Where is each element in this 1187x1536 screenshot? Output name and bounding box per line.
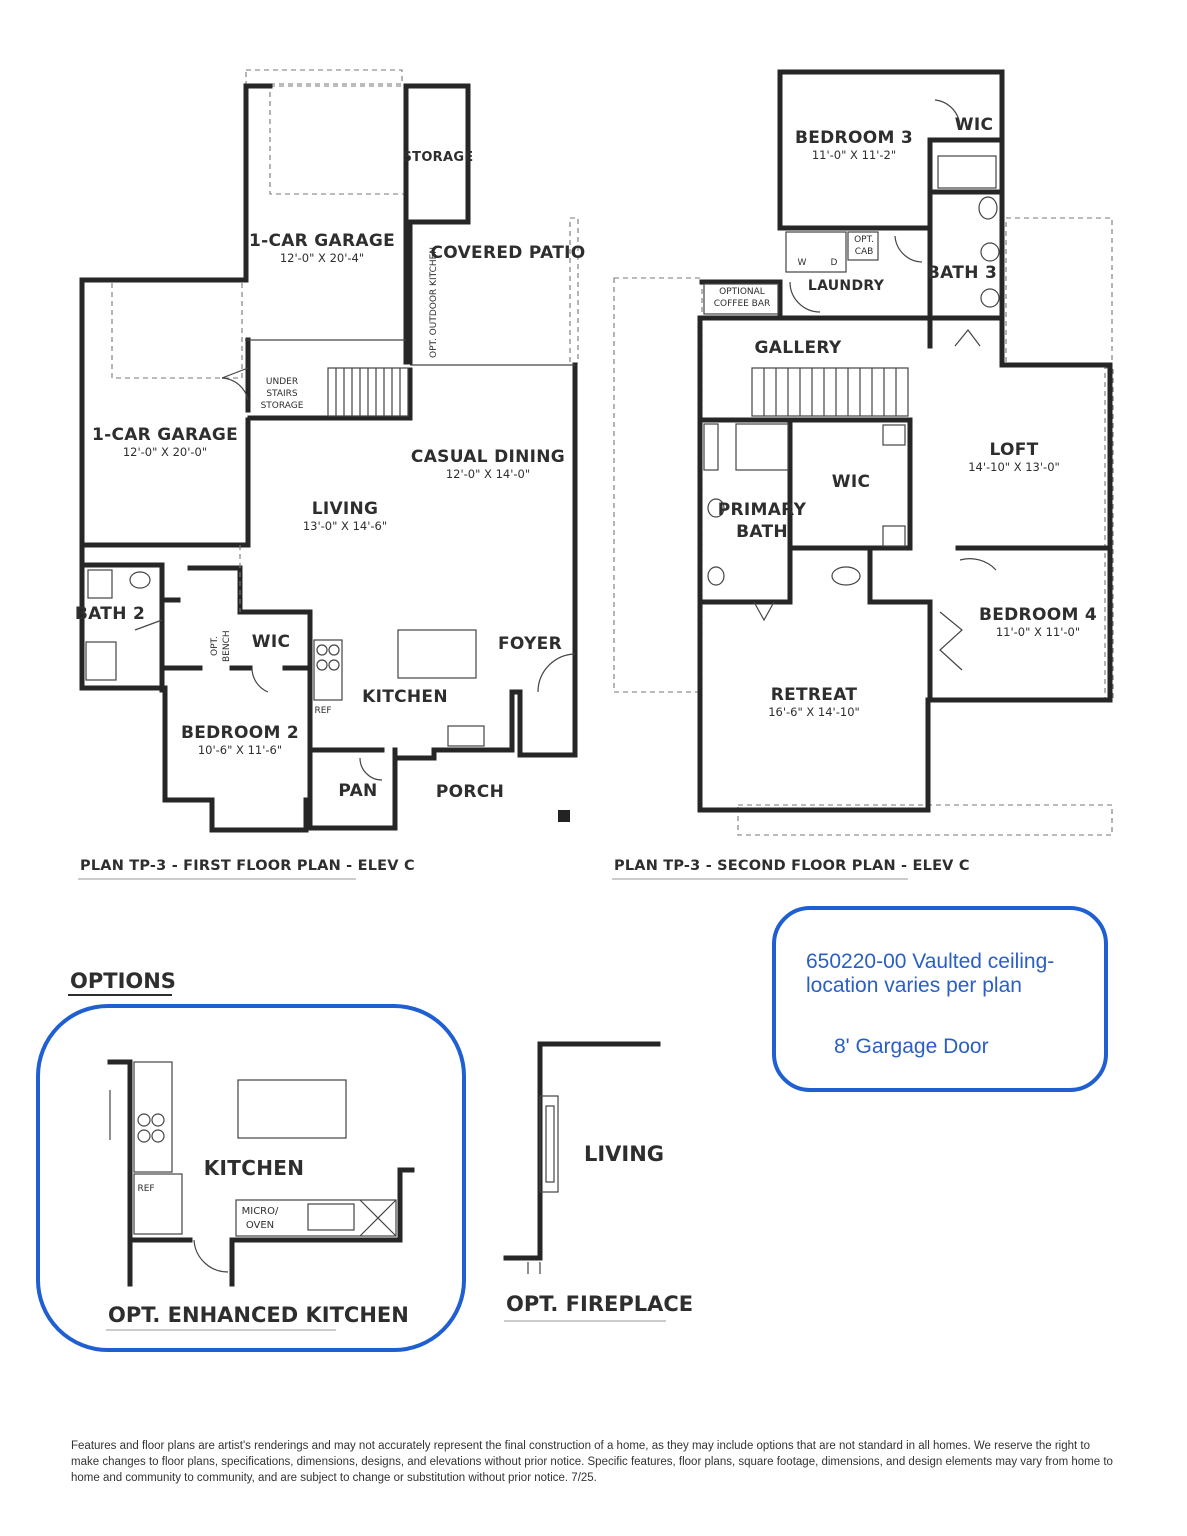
primary-bath-line1: PRIMARY — [718, 500, 807, 520]
living-label: LIVING — [312, 499, 379, 519]
wic-first-label: WIC — [252, 632, 290, 652]
bench-label: BENCH — [222, 630, 232, 662]
bedroom3-dim: 11'-0" X 11'-2" — [812, 148, 896, 162]
gallery-stairs — [763, 368, 897, 416]
second-floor-caption: PLAN TP-3 - SECOND FLOOR PLAN - ELEV C — [614, 858, 970, 874]
casual-dining-dim: 12'-0" X 14'-0" — [446, 467, 530, 481]
pan-label: PAN — [338, 781, 377, 801]
retreat-dim: 16'-6" X 14'-10" — [768, 705, 860, 719]
dryer-label: D — [831, 258, 838, 268]
wic-top-label: WIC — [955, 115, 993, 135]
foyer-label: FOYER — [498, 634, 562, 654]
note-garage-door: 8' Gargage Door — [834, 1035, 989, 1058]
note-location-varies: location varies per plan — [806, 974, 1022, 997]
enhanced-kitchen-plan — [107, 1059, 415, 1287]
enh-kitchen-label: KITCHEN — [204, 1156, 305, 1180]
second-floor-plan — [613, 69, 1114, 836]
note-vaulted-ceiling: 650220-00 Vaulted ceiling- — [806, 950, 1055, 973]
kitchen-island — [397, 629, 477, 679]
kitchen-label: KITCHEN — [362, 687, 448, 707]
storage-label: STORAGE — [402, 150, 473, 165]
bedroom3-label: BEDROOM 3 — [795, 128, 913, 148]
under-stairs-line1: UNDER — [266, 377, 298, 387]
opt-label: OPT. — [210, 636, 220, 656]
ref-label: REF — [314, 706, 331, 716]
opt-outdoor-kitchen-label: OPT. OUTDOOR KITCHEN — [429, 247, 439, 358]
laundry-label: LAUNDRY — [808, 278, 885, 294]
covered-patio-label: COVERED PATIO — [431, 243, 586, 263]
fireplace-living-label: LIVING — [584, 1142, 664, 1166]
fireplace-plan — [503, 1041, 661, 1274]
enhanced-kitchen-highlight — [36, 1004, 466, 1352]
first-floor-plan — [79, 69, 579, 833]
loft-dim: 14'-10" X 13'-0" — [968, 460, 1060, 474]
porch-label: PORCH — [436, 782, 504, 802]
enh-ref-label: REF — [137, 1184, 154, 1194]
bedroom4-dim: 11'-0" X 11'-0" — [996, 625, 1080, 639]
washer-label: W — [798, 258, 807, 268]
stairs — [335, 368, 401, 416]
retreat-label: RETREAT — [771, 685, 858, 705]
fireplace-caption: OPT. FIREPLACE — [506, 1292, 693, 1316]
enh-kitchen-caption: OPT. ENHANCED KITCHEN — [108, 1303, 409, 1327]
bath3-label: BATH 3 — [927, 263, 997, 283]
bedroom4-label: BEDROOM 4 — [979, 605, 1097, 625]
coffee-bar-line1: OPTIONAL — [719, 287, 765, 297]
first-floor-caption: PLAN TP-3 - FIRST FLOOR PLAN - ELEV C — [80, 858, 415, 874]
under-stairs-line3: STORAGE — [261, 401, 304, 411]
garage-left-label: 1-CAR GARAGE — [92, 425, 238, 445]
bedroom2-dim: 10'-6" X 11'-6" — [198, 743, 282, 757]
loft-label: LOFT — [989, 440, 1038, 460]
bath2-label: BATH 2 — [75, 604, 145, 624]
casual-dining-label: CASUAL DINING — [411, 447, 565, 467]
garage-top-dim: 12'-0" X 20'-4" — [280, 251, 364, 265]
micro-label: MICRO/ — [242, 1206, 279, 1217]
garage-top-label: 1-CAR GARAGE — [249, 231, 395, 251]
primary-bath-line2: BATH — [736, 522, 788, 542]
living-dim: 13'-0" X 14'-6" — [303, 519, 387, 533]
bedroom2-label: BEDROOM 2 — [181, 723, 299, 743]
gallery-label: GALLERY — [755, 338, 842, 358]
enh-island — [237, 1079, 347, 1139]
options-heading: OPTIONS — [70, 969, 176, 993]
opt-cab-line2: CAB — [855, 247, 874, 257]
garage-left-dim: 12'-0" X 20'-0" — [123, 445, 207, 459]
notes-box — [772, 906, 1108, 1092]
oven-label: OVEN — [246, 1220, 274, 1231]
wic-primary-label: WIC — [832, 472, 870, 492]
opt-cab-line1: OPT. — [854, 235, 874, 245]
coffee-bar-line2: COFFEE BAR — [714, 299, 771, 309]
disclaimer-text: Features and floor plans are artist's re… — [71, 1440, 1113, 1484]
under-stairs-line2: STAIRS — [266, 389, 298, 399]
